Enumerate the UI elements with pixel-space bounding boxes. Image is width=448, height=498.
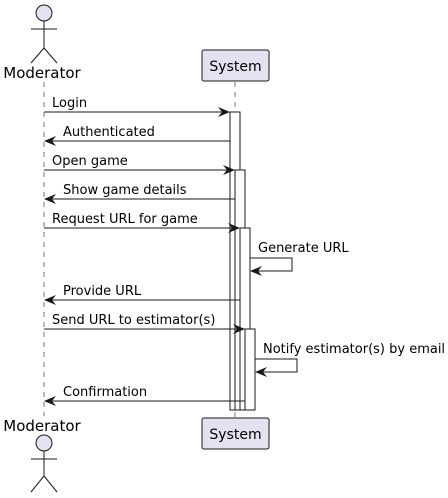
message-label: Send URL to estimator(s) (52, 313, 215, 328)
message-request-url: Request URL for game (44, 212, 240, 233)
message-generate-url: Generate URL (250, 241, 349, 276)
moderator-label-top: Moderator (3, 64, 81, 82)
system-participant-bottom: System (201, 417, 270, 450)
message-show-game-details: Show game details (44, 183, 235, 204)
moderator-actor-top: Moderator (3, 4, 82, 82)
message-send-url: Send URL to estimator(s) (44, 313, 245, 334)
message-label: Generate URL (258, 241, 349, 256)
message-label: Authenticated (63, 125, 155, 140)
message-open-game: Open game (44, 154, 235, 175)
system-label-top: System (209, 59, 261, 75)
system-label-bottom: System (209, 427, 261, 443)
message-label: Show game details (63, 183, 187, 198)
activation-bar (244, 328, 256, 411)
message-provide-url: Provide URL (44, 284, 240, 305)
message-notify-estimators: Notify estimator(s) by email (255, 342, 445, 377)
message-label: Provide URL (63, 284, 142, 299)
message-login: Login (44, 96, 230, 117)
message-confirmation: Confirmation (44, 385, 245, 406)
stick-figure-icon (35, 434, 53, 452)
self-message-arrow (250, 257, 293, 276)
message-label: Login (52, 96, 87, 111)
moderator-label-bottom: Moderator (3, 417, 81, 435)
message-label: Confirmation (63, 385, 147, 400)
message-label: Request URL for game (52, 212, 198, 227)
message-authenticated: Authenticated (44, 125, 230, 146)
self-message-arrow (255, 358, 298, 377)
moderator-actor-bottom: Moderator (3, 417, 82, 493)
message-label: Notify estimator(s) by email (263, 342, 445, 357)
system-participant-top: System (201, 49, 270, 82)
message-label: Open game (52, 154, 128, 169)
stick-figure-icon (35, 4, 53, 22)
